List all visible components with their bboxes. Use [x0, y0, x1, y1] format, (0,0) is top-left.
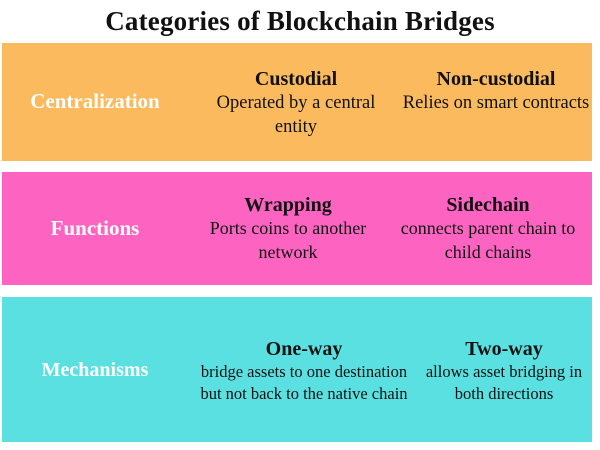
page-title: Categories of Blockchain Bridges: [105, 6, 495, 36]
cell-title-non-custodial: Non-custodial: [436, 67, 556, 90]
cell-title-one-way: One-way: [265, 337, 343, 360]
cell-description-custodial: Operated by a central entity: [216, 93, 376, 138]
row-cells-centralization: Custodial Operated by a central entity N…: [192, 65, 592, 139]
row-cells-mechanisms: One-way bridge assets to one destination…: [192, 335, 592, 405]
row-cells-functions: Wrapping Ports coins to another network …: [192, 193, 592, 264]
cell-sidechain: Sidechain connects parent chain to child…: [384, 193, 592, 264]
cell-title-wrapping: Wrapping: [244, 193, 332, 216]
cell-description-non-custodial: Relies on smart contracts: [402, 93, 590, 114]
row-label-centralization: Centralization: [30, 89, 160, 114]
category-row-centralization: Centralization Custodial Operated by a c…: [2, 43, 592, 161]
cell-title-custodial: Custodial: [254, 67, 338, 90]
category-row-functions: Functions Wrapping Ports coins to anothe…: [2, 172, 592, 285]
cell-description-wrapping: Ports coins to another network: [209, 218, 367, 262]
cell-description-sidechain: connects parent chain to child chains: [400, 218, 576, 262]
category-row-mechanisms: Mechanisms One-way bridge assets to one …: [2, 297, 592, 442]
cell-one-way: One-way bridge assets to one destination…: [192, 337, 416, 405]
cell-description-two-way: allows asset bridging in both directions: [425, 361, 583, 403]
cell-two-way: Two-way allows asset bridging in both di…: [416, 337, 592, 405]
cell-title-two-way: Two-way: [465, 337, 543, 360]
cell-non-custodial: Non-custodial Relies on smart contracts: [400, 67, 592, 115]
row-label-functions: Functions: [50, 215, 140, 240]
cell-description-one-way: bridge assets to one destination but not…: [200, 361, 408, 403]
cell-custodial: Custodial Operated by a central entity: [192, 67, 400, 139]
row-label-mechanisms: Mechanisms: [41, 358, 149, 381]
cell-title-sidechain: Sidechain: [446, 193, 530, 216]
cell-wrapping: Wrapping Ports coins to another network: [192, 193, 384, 264]
